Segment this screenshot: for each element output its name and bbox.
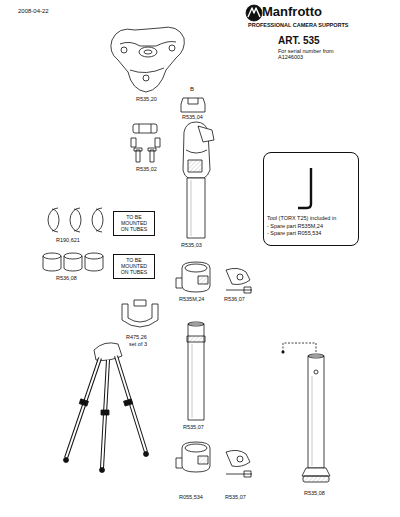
tool-note: - Spare part R055,534 [267, 230, 355, 237]
note-box: TO BE MOUNTED ON TUBES [113, 211, 155, 236]
logo-mark [246, 5, 262, 21]
brand-tagline: PROFESSIONAL CAMERA SUPPORTS [248, 22, 349, 28]
leg-block [181, 98, 205, 112]
part-number: R475,26 [126, 334, 147, 340]
leader-line [283, 343, 316, 352]
part-letter: B [190, 86, 194, 93]
leader-dot [282, 351, 284, 353]
logo-mark [248, 8, 260, 17]
tube-collars [43, 253, 103, 271]
torx-key [298, 168, 311, 208]
serial-note: For serial number from A1246003 [278, 48, 348, 61]
clamp-lever [226, 450, 252, 477]
part-number: R535,08 [304, 490, 325, 496]
part-number: R535,03 [181, 242, 202, 248]
part-number: R536,07 [224, 296, 245, 302]
part-number: R535,07 [183, 424, 204, 430]
date-stamp: 2008-04-22 [18, 8, 49, 15]
head-casting [111, 27, 184, 92]
tool-note: Tool (TORX T25) included in [267, 215, 355, 222]
clamp-lever [226, 268, 252, 293]
brand-name: Manfrotto [262, 5, 322, 20]
part-number: R535,20 [136, 96, 157, 102]
mounting-note: TO BE MOUNTED ON TUBES [117, 214, 151, 233]
tool-box: Tool (TORX T25) included in- Spare part … [263, 152, 359, 246]
part-number: R535,04 [182, 114, 203, 120]
part-number: R535,07 [225, 494, 246, 500]
part-number: R535M,24 [179, 296, 204, 302]
tool-note: - Spare part R535M,24 [267, 223, 355, 230]
quantity-note: set of 3 [129, 341, 147, 347]
part-number: R536,08 [56, 275, 77, 281]
part-number: R055,534 [179, 494, 203, 500]
upper-leg [183, 122, 214, 238]
leg-clamp [176, 262, 210, 292]
part-number: R190,621 [56, 237, 80, 243]
lower-tube [302, 354, 330, 482]
tube-rings [48, 208, 103, 232]
spindle-parts [131, 124, 160, 162]
leg-clamp [176, 442, 210, 472]
part-number: R535,02 [136, 166, 157, 172]
note-box: TO BE MOUNTED ON TUBES [113, 254, 155, 279]
tripod-illustration [64, 343, 149, 473]
article-number: ART. 535 [278, 35, 320, 47]
leg-clip [122, 300, 158, 327]
middle-tube [187, 322, 205, 420]
mounting-note: TO BE MOUNTED ON TUBES [117, 257, 151, 276]
